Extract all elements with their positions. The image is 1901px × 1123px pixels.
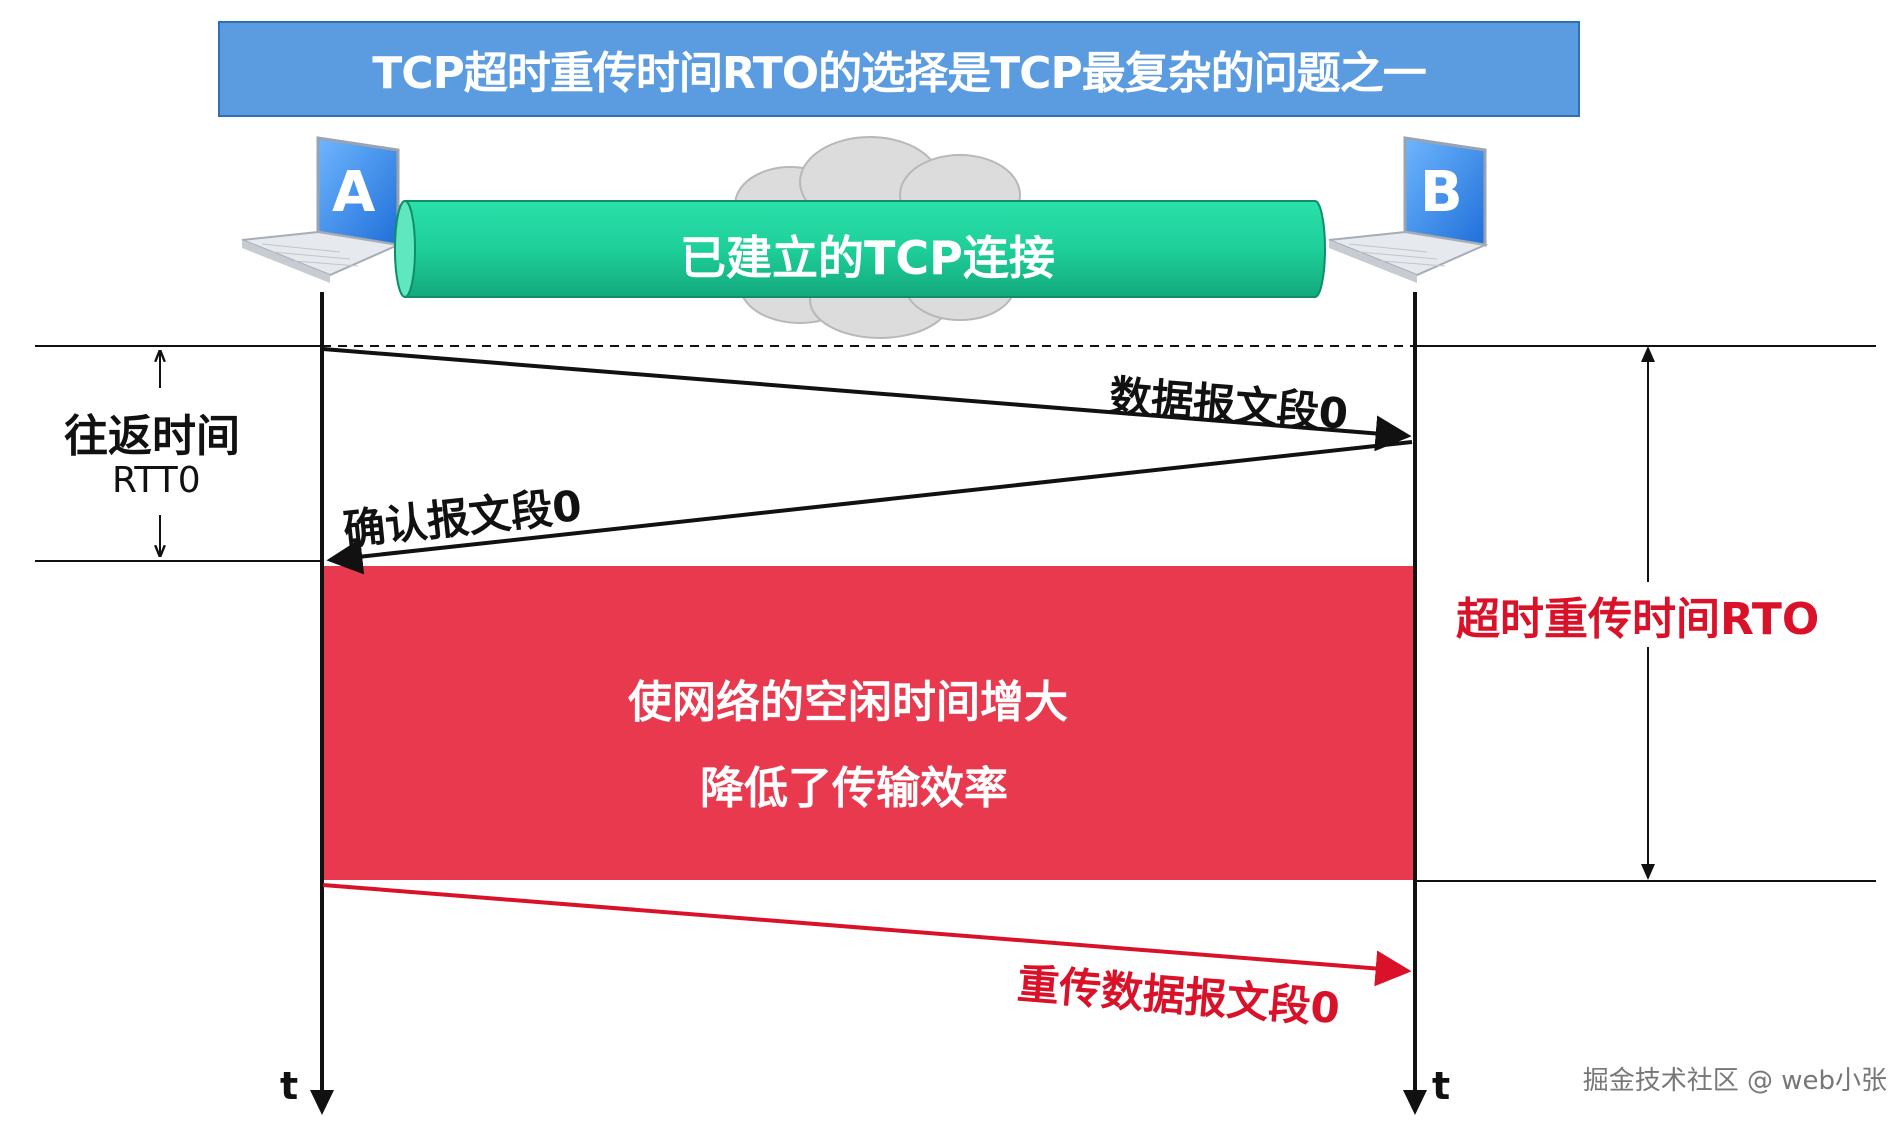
title-banner: TCP超时重传时间RTO的选择是TCP最复杂的问题之一 xyxy=(218,21,1580,117)
idle-text-line2: 降低了传输效率 xyxy=(700,763,1008,814)
idle-text-line1: 使网络的空闲时间增大 xyxy=(628,677,1068,728)
laptop-b-icon xyxy=(1328,136,1489,283)
tcp-connection-pipe xyxy=(394,200,1326,298)
rto-label: 超时重传时间RTO xyxy=(1452,583,1824,647)
idle-time-block xyxy=(322,566,1415,880)
host-a-label: A xyxy=(332,160,376,225)
rtt-label-line1: 往返时间 xyxy=(64,411,240,462)
ack-segment-arrow xyxy=(326,440,1413,575)
time-axis-left-label: t xyxy=(280,1064,299,1108)
retransmit-arrow xyxy=(322,883,1412,987)
diagram-title: TCP超时重传时间RTO的选择是TCP最复杂的问题之一 xyxy=(372,48,1426,99)
time-axis-right-label: t xyxy=(1432,1064,1451,1108)
connection-label: 已建立的TCP连接 xyxy=(680,231,1055,285)
rtt-label-line2: RTT0 xyxy=(112,460,201,501)
host-b-label: B xyxy=(1420,160,1463,225)
laptop-a-icon xyxy=(241,136,402,283)
data-segment-arrow xyxy=(322,347,1412,452)
watermark: 掘金技术社区 @ web小张 xyxy=(1582,1066,1887,1096)
